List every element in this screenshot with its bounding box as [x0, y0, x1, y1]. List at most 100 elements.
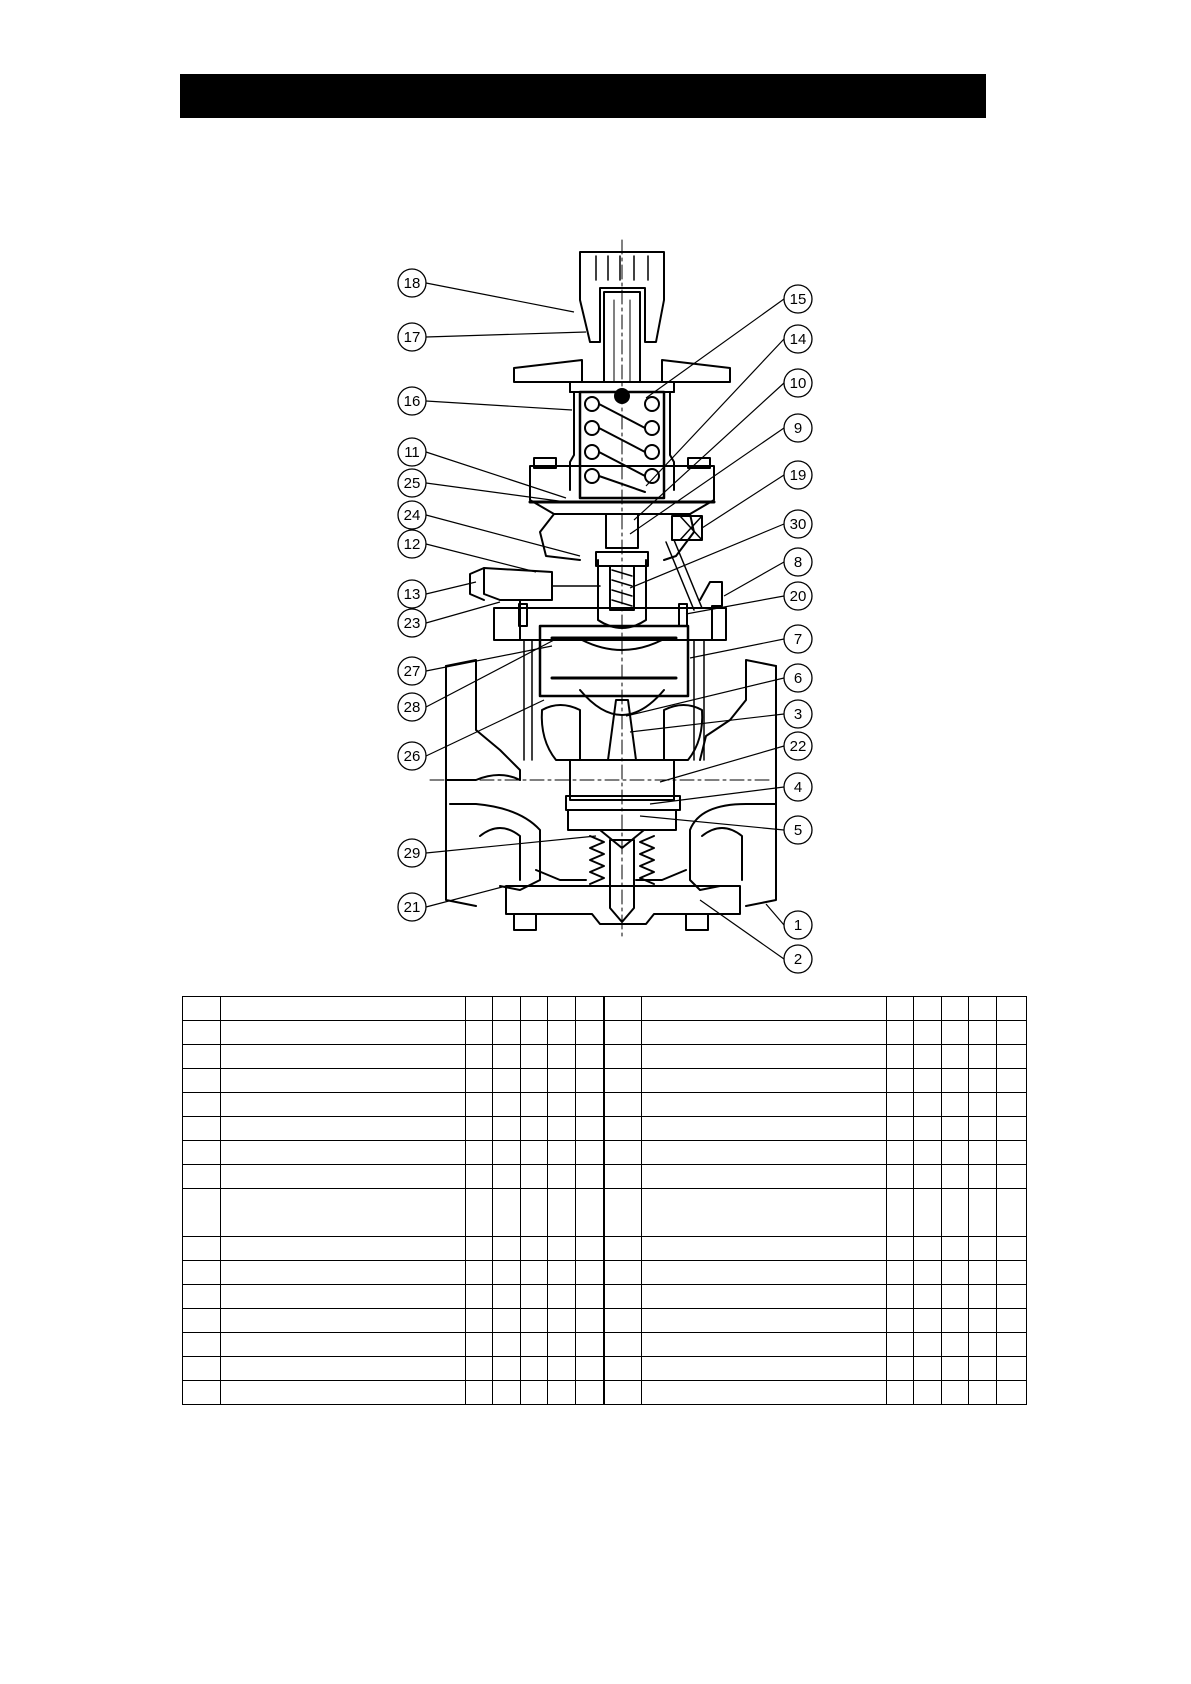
table-cell — [182, 1140, 221, 1165]
table-cell — [182, 1116, 221, 1141]
table-cell — [886, 1164, 914, 1189]
table-cell — [465, 1140, 493, 1165]
table-cell — [996, 1236, 1027, 1261]
table-cell — [182, 1284, 221, 1309]
callout-30: 30 — [783, 509, 813, 539]
table-cell — [492, 1188, 521, 1237]
callout-17: 17 — [397, 322, 427, 352]
callout-15: 15 — [783, 284, 813, 314]
table-cell — [602, 1164, 642, 1189]
table-cell — [968, 1188, 997, 1237]
callout-16: 16 — [397, 386, 427, 416]
callout-18: 18 — [397, 268, 427, 298]
table-cell — [547, 1236, 576, 1261]
table-cell — [996, 1140, 1027, 1165]
table-cell — [941, 1260, 969, 1285]
table-cell — [520, 996, 548, 1021]
table-cell — [575, 1356, 604, 1381]
table-cell — [575, 1140, 604, 1165]
table-cell — [220, 1332, 466, 1357]
table-cell — [968, 996, 997, 1021]
table-cell — [492, 1068, 521, 1093]
leader-line-23 — [425, 601, 501, 624]
table-cell — [547, 996, 576, 1021]
table-cell — [941, 996, 969, 1021]
callout-number: 19 — [790, 467, 807, 484]
table-cell — [547, 1140, 576, 1165]
callout-circle — [783, 815, 813, 845]
leader-line-3 — [629, 713, 785, 733]
table-cell — [520, 1380, 548, 1405]
table-cell — [575, 1188, 604, 1237]
table-cell — [575, 1236, 604, 1261]
table-cell — [602, 1332, 642, 1357]
leader-line-8 — [723, 561, 785, 597]
table-cell — [886, 1116, 914, 1141]
table-cell — [913, 1284, 942, 1309]
table-cell — [465, 1284, 493, 1309]
table-cell — [602, 1236, 642, 1261]
table-cell — [913, 1164, 942, 1189]
table-cell — [968, 1236, 997, 1261]
table-cell — [575, 1116, 604, 1141]
callout-number: 21 — [404, 899, 421, 916]
table-cell — [941, 1380, 969, 1405]
table-cell — [641, 1260, 887, 1285]
table-cell — [996, 1260, 1027, 1285]
callout-22: 22 — [783, 731, 813, 761]
table-cell — [520, 1332, 548, 1357]
table-cell — [996, 1380, 1027, 1405]
table-cell — [913, 1140, 942, 1165]
table-cell — [996, 1284, 1027, 1309]
table-cell — [941, 1116, 969, 1141]
callout-circle — [397, 468, 427, 498]
callout-number: 11 — [404, 444, 420, 461]
callout-number: 30 — [790, 516, 807, 533]
table-row — [182, 1380, 1027, 1405]
callout-19: 19 — [783, 460, 813, 490]
table-cell — [641, 1284, 887, 1309]
callout-circle — [783, 944, 813, 974]
table-cell — [465, 1044, 493, 1069]
table-row — [182, 1140, 1027, 1165]
callout-number: 12 — [404, 536, 421, 553]
callout-number: 23 — [404, 615, 421, 632]
table-cell — [941, 1308, 969, 1333]
table-cell — [886, 1308, 914, 1333]
table-cell — [492, 1020, 521, 1045]
table-cell — [602, 1068, 642, 1093]
table-cell — [182, 1260, 221, 1285]
table-cell — [913, 1236, 942, 1261]
table-cell — [968, 1140, 997, 1165]
callout-number: 7 — [794, 631, 802, 648]
callout-circle — [783, 509, 813, 539]
table-row — [182, 1164, 1027, 1189]
table-cell — [602, 1116, 642, 1141]
callout-circle — [783, 284, 813, 314]
leader-line-4 — [649, 786, 785, 805]
table-cell — [492, 1116, 521, 1141]
callout-circle — [783, 547, 813, 577]
table-cell — [602, 996, 642, 1021]
callout-circle — [397, 892, 427, 922]
table-cell — [182, 1380, 221, 1405]
callout-9: 9 — [783, 413, 813, 443]
leader-line-21 — [425, 885, 507, 908]
table-cell — [182, 1308, 221, 1333]
table-cell — [520, 1188, 548, 1237]
table-cell — [220, 1020, 466, 1045]
table-cell — [886, 1140, 914, 1165]
callout-number: 26 — [404, 748, 421, 765]
table-cell — [465, 1164, 493, 1189]
table-cell — [220, 1140, 466, 1165]
table-cell — [520, 1068, 548, 1093]
table-cell — [220, 1260, 466, 1285]
table-cell — [220, 1116, 466, 1141]
callout-circle — [783, 624, 813, 654]
table-cell — [941, 1164, 969, 1189]
table-cell — [602, 1308, 642, 1333]
table-cell — [220, 996, 466, 1021]
callout-circle — [397, 386, 427, 416]
table-cell — [641, 1308, 887, 1333]
